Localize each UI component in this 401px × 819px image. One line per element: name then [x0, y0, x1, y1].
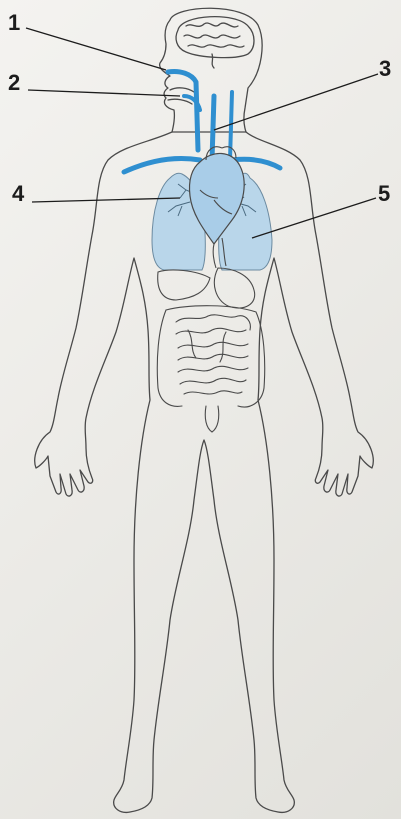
- trachea: [212, 96, 214, 160]
- rectum: [205, 406, 219, 432]
- leader-line-2: [28, 90, 180, 96]
- stomach: [214, 268, 254, 308]
- liver: [158, 270, 210, 300]
- leader-line-1: [26, 28, 166, 70]
- leader-line-5: [252, 198, 376, 238]
- callout-label-4: 4: [12, 183, 24, 205]
- callout-label-3: 3: [379, 58, 391, 80]
- left-clavicle-vessel: [124, 159, 200, 173]
- leader-line-3: [214, 74, 378, 130]
- callout-label-1: 1: [8, 12, 20, 34]
- esophagus-vessel: [230, 92, 232, 160]
- callout-label-5: 5: [378, 183, 390, 205]
- nasal-airway: [168, 71, 198, 150]
- small-intestine: [176, 315, 250, 394]
- brain-icon: [176, 17, 254, 68]
- callout-label-2: 2: [8, 72, 20, 94]
